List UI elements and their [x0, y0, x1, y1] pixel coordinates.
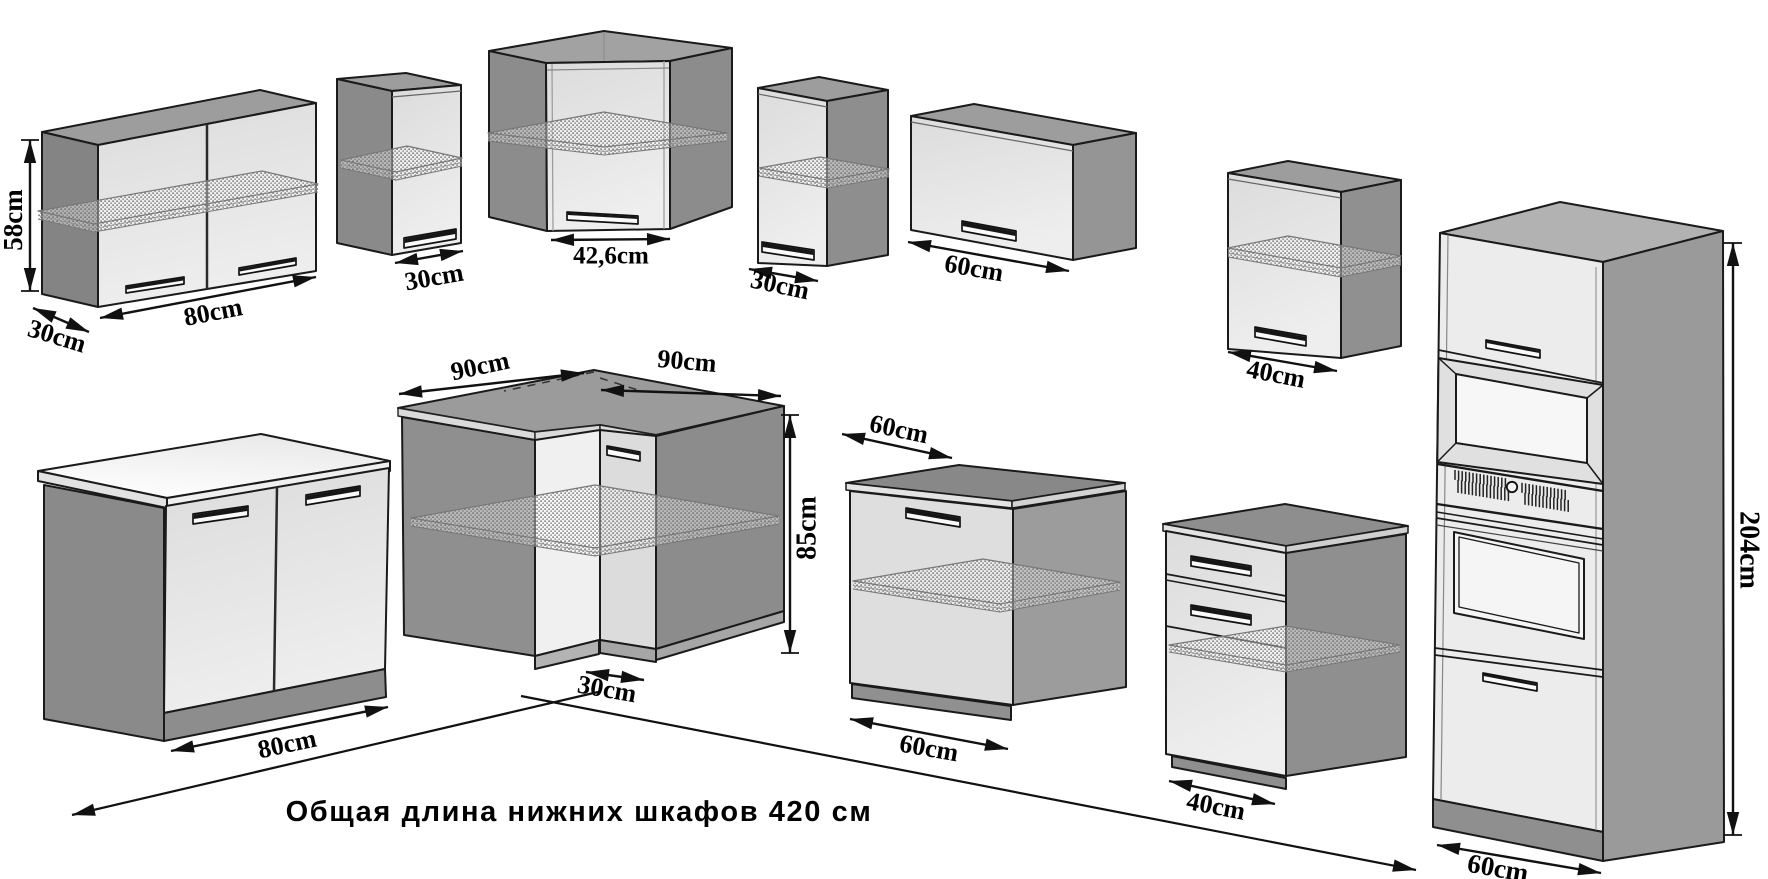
svg-text:204cm: 204cm: [1734, 511, 1765, 589]
svg-text:42,6cm: 42,6cm: [573, 243, 649, 270]
svg-text:Общая длина нижних шкафов 420: Общая длина нижних шкафов 420 см: [286, 796, 873, 828]
svg-text:58cm: 58cm: [0, 189, 28, 251]
svg-text:90cm: 90cm: [656, 344, 718, 378]
svg-text:85cm: 85cm: [792, 496, 823, 560]
